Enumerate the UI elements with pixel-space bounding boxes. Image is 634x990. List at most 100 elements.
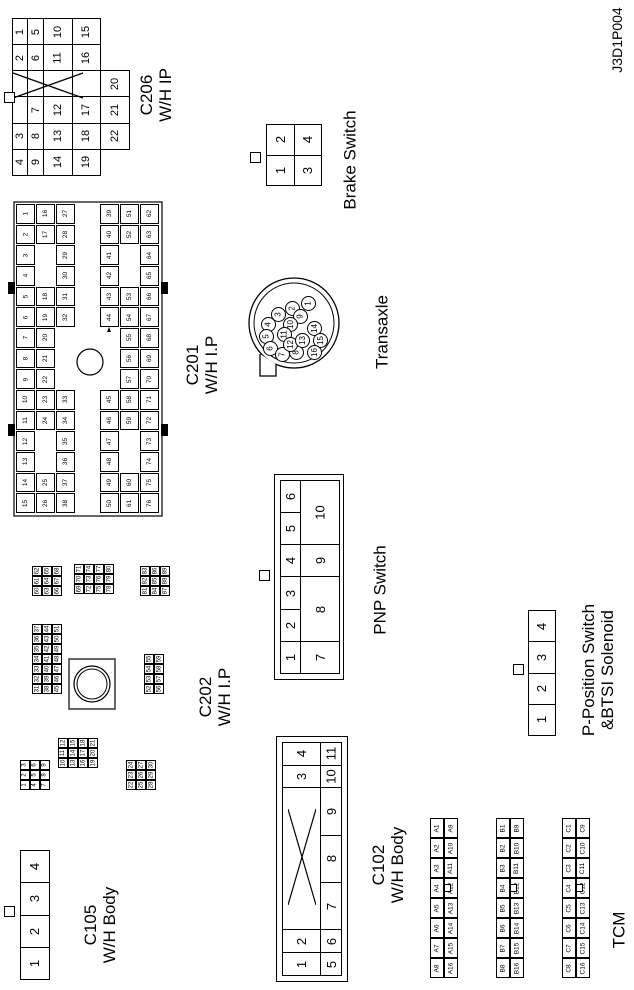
pin-label: 3	[27, 895, 43, 903]
pin-cell: 7	[16, 328, 35, 348]
pin-cell: 87	[160, 586, 170, 596]
pin-cell: C15	[576, 938, 590, 958]
pin-label: 5	[261, 334, 271, 339]
pin-label: 72	[145, 416, 153, 425]
pin-label: 53	[146, 675, 152, 683]
pin-label: 5	[32, 773, 38, 777]
lock-tab-icon	[259, 570, 270, 581]
pin-label: 38	[44, 685, 50, 693]
pin-cell: 58	[154, 664, 164, 674]
pin-cell: 35	[56, 431, 75, 451]
pin-label: 17	[41, 230, 49, 239]
pin-cell: 61	[32, 576, 42, 586]
pin-label: 51	[125, 210, 133, 218]
pin-label: 1	[14, 28, 27, 35]
pin-label: 14	[21, 478, 29, 487]
pin-cell: 27	[136, 760, 146, 770]
pin-label: 3	[534, 653, 550, 661]
pin-cell: 48	[100, 452, 119, 472]
pin-label: 52	[146, 685, 152, 693]
pin-label: 45	[105, 396, 113, 404]
pin-cell: 9	[16, 369, 35, 389]
pin-label: 10	[323, 769, 339, 784]
pin-cell: 42	[100, 266, 119, 286]
pin-label: C7	[565, 943, 573, 953]
pin-cell: 3	[281, 764, 322, 789]
pin-label: 18	[80, 739, 86, 747]
pin-label: 42	[44, 645, 50, 653]
pin-cell: 69	[74, 584, 84, 594]
pin-label: 32	[61, 313, 69, 321]
pin-label: 22	[109, 130, 122, 143]
pin-label: 41	[44, 655, 50, 663]
pin-cell: 53	[144, 674, 154, 684]
c201-label: C201 W/H I.P	[183, 335, 221, 395]
pin-cell: 69	[140, 348, 159, 369]
pin-cell: 31	[56, 286, 75, 307]
pin-cell: 2	[11, 44, 29, 72]
pin-cell: 25	[36, 472, 55, 493]
pin-label: 56	[125, 354, 133, 363]
lock-tab-icon	[510, 884, 517, 892]
pin-label: A8	[433, 964, 441, 972]
pin-label: B16	[513, 962, 521, 974]
pin-cell: 3	[279, 576, 302, 610]
pin-label: C1	[565, 823, 573, 833]
pin-label: 56	[156, 685, 162, 693]
pin-cell: 4	[279, 544, 302, 578]
pin-label: 2	[14, 54, 27, 61]
pin-label: 11	[22, 417, 29, 424]
pin-cell: 54	[144, 664, 154, 674]
pin-cell: 2	[279, 608, 302, 642]
pin-cell: 35	[32, 644, 42, 654]
pin-cell: B16	[510, 958, 524, 978]
pin-label: 49	[105, 478, 113, 487]
pin-cell: 54	[120, 307, 139, 327]
pin-label: 2	[294, 937, 310, 945]
pin-cell: 4	[16, 266, 35, 286]
tcm-label: TCM	[609, 911, 629, 949]
pin-cell: 70	[74, 574, 84, 584]
pin-cell: 22	[36, 369, 55, 389]
pin-cell: 1	[281, 952, 322, 976]
pin-label: 3	[273, 312, 283, 317]
pin-cell: 10	[320, 764, 342, 789]
pin-label: 30	[148, 761, 154, 769]
pin-cell: 8	[300, 576, 340, 642]
pin-cell: C1	[562, 818, 576, 838]
pin-label: 4	[14, 159, 27, 166]
pin-label: 86	[152, 567, 158, 575]
pin-cell: 3	[11, 122, 29, 150]
pin-cell: 49	[100, 472, 119, 493]
pin-label: 5	[283, 525, 299, 533]
pin-label: A11	[447, 862, 455, 874]
pin-label: 31	[34, 685, 40, 693]
pin-label: 10	[312, 505, 328, 520]
pin-label: 17	[80, 103, 93, 117]
pin-cell: B14	[510, 918, 524, 938]
pin-label: 40	[105, 230, 113, 239]
pin-cell: A8	[430, 958, 444, 978]
pin-label: 6	[283, 492, 299, 501]
pin-label: 78	[106, 585, 112, 593]
pin-cell: 4	[528, 609, 556, 643]
pin-cell: 15	[68, 738, 78, 748]
pin-label: 69	[76, 585, 82, 593]
pin-cell: 55	[120, 328, 139, 348]
pin-label: 68	[145, 334, 153, 342]
pin-cell: 56	[120, 348, 139, 369]
pin-cell: 57	[154, 674, 164, 684]
pin-label: 43	[105, 292, 113, 301]
pin-label: 43	[44, 635, 50, 643]
pin-cell: 2	[266, 124, 295, 156]
pin-cell: 39	[100, 204, 119, 224]
p-position-label: P-Position Switch &BTSI Solenoid	[579, 603, 617, 737]
pin-cell: 11	[16, 410, 35, 431]
pin-cell: 21	[36, 348, 55, 369]
pin-cell: 6	[30, 760, 40, 770]
pin-label: 21	[41, 354, 49, 363]
pin-label: 28	[148, 781, 154, 789]
pin-cell: 13	[16, 452, 35, 472]
pin-cell: C7	[562, 938, 576, 958]
pin-cell: 34	[32, 654, 42, 664]
